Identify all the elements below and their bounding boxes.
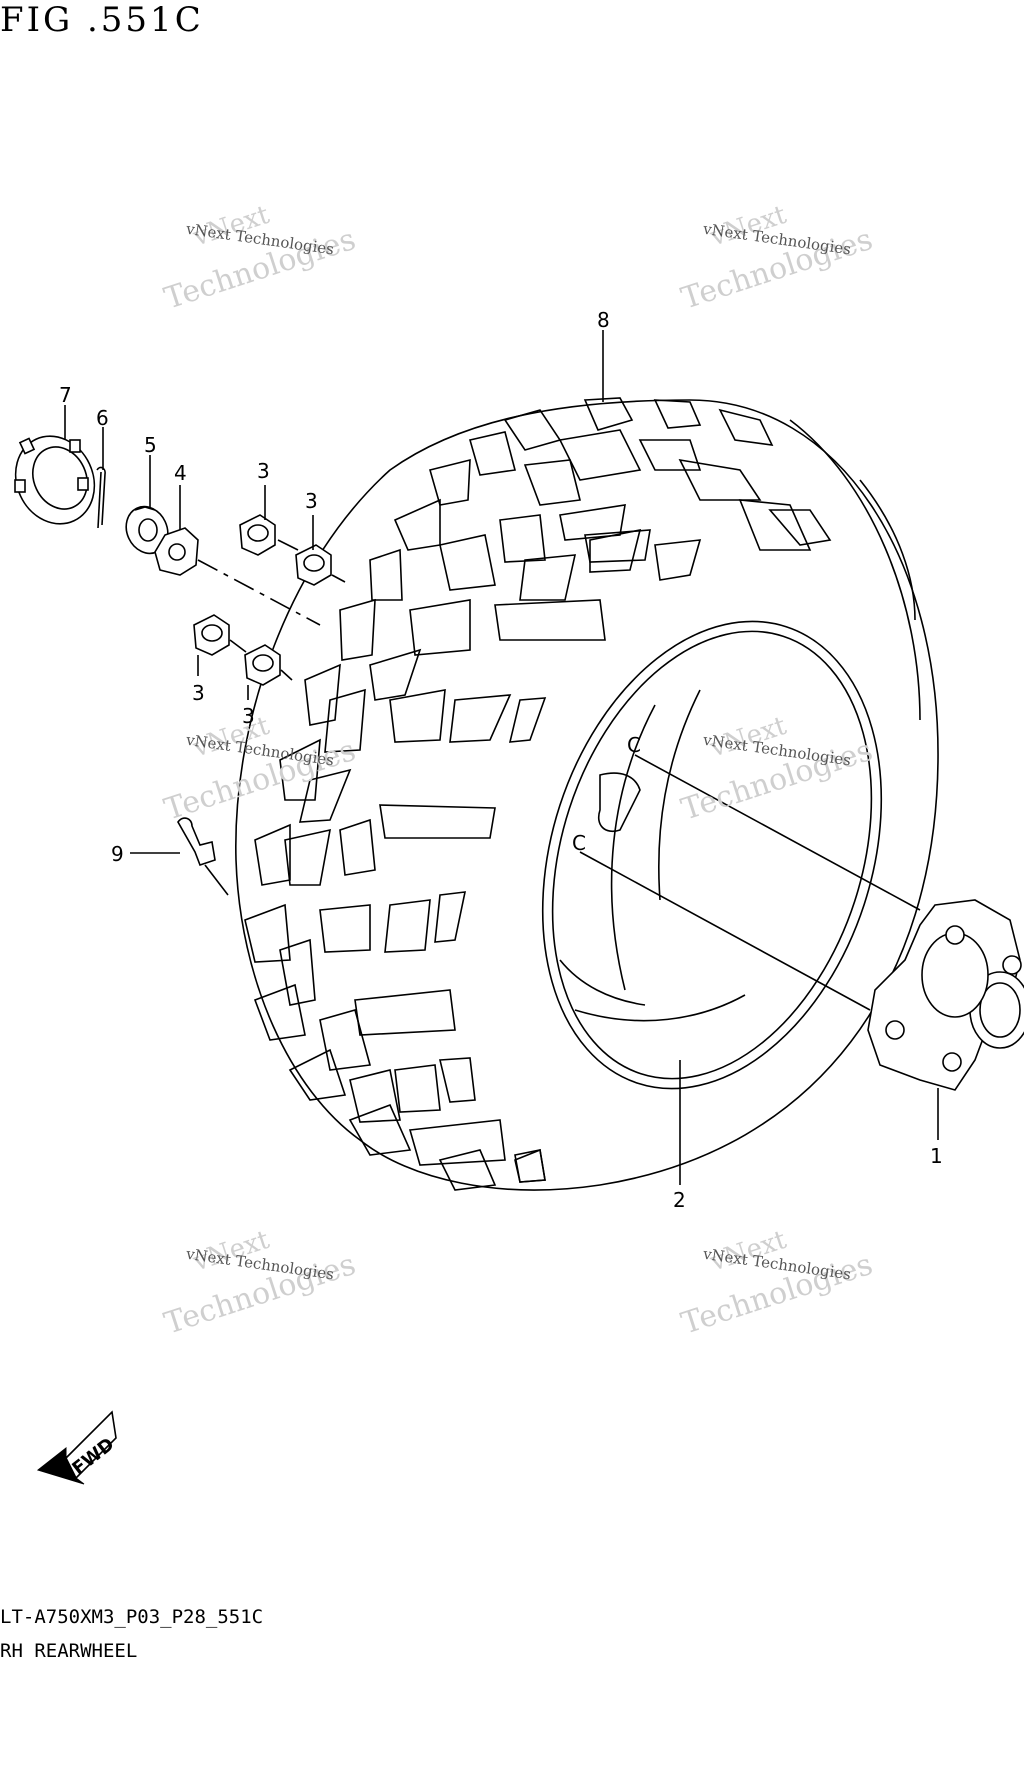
fwd-direction-arrow: FWD	[36, 1410, 118, 1485]
callout-nut-b[interactable]: 3	[305, 489, 318, 513]
figure-code: LT-A750XM3_P03_P28_551C	[0, 1606, 264, 1628]
washer-drawing[interactable]	[154, 527, 199, 576]
cotter-pin-drawing[interactable]	[96, 466, 106, 529]
callout-castle-nut[interactable]: 7	[59, 383, 72, 407]
callout-washer[interactable]: 4	[174, 461, 187, 485]
stud-guide-line-lower	[579, 851, 871, 1011]
castle-nut-drawing[interactable]	[2, 423, 109, 537]
watermark-bottom-left: vNext Technologies vNext Technologies	[160, 1225, 360, 1342]
wheel-nut-d-drawing[interactable]	[244, 644, 293, 686]
wheel-nut-c-drawing[interactable]	[193, 614, 247, 656]
stud-guide-line-upper	[634, 754, 921, 911]
callout-valve[interactable]: 9	[111, 842, 124, 866]
leader-lines	[64, 330, 939, 1185]
hub-drawing[interactable]	[867, 899, 1024, 1091]
callout-tire[interactable]: 8	[597, 308, 610, 332]
axle-centre-line	[197, 559, 321, 626]
watermark-middle-left: vNext Technologies vNext Technologies	[160, 711, 360, 828]
callout-hub[interactable]: 1	[930, 1144, 943, 1168]
watermark-top-left: vNext Technologies vNext Technologies	[160, 200, 360, 317]
wheel-nut-a-drawing[interactable]	[239, 514, 299, 556]
callout-rim[interactable]: 2	[673, 1188, 686, 1212]
callout-nut-c[interactable]: 3	[192, 681, 205, 705]
wheel-nut-b-drawing[interactable]	[295, 544, 346, 586]
watermark-bottom-right: vNext Technologies vNext Technologies	[677, 1225, 877, 1342]
figure-name: RH REARWHEEL	[0, 1640, 138, 1662]
rim-stud-marker-lower: C	[572, 831, 586, 855]
callout-cotter-pin[interactable]: 6	[96, 406, 109, 430]
rim-drawing[interactable]: C C	[486, 577, 939, 1132]
callout-nut-d[interactable]: 3	[242, 704, 255, 728]
watermark-top-right: vNext Technologies vNext Technologies	[677, 200, 877, 317]
valve-drawing[interactable]	[177, 817, 229, 896]
callout-spacer[interactable]: 5	[144, 433, 157, 457]
rim-stud-marker-upper: C	[627, 733, 641, 757]
figure-title: FIG .551C	[0, 0, 204, 40]
tire-drawing[interactable]	[235, 397, 939, 1191]
callout-nut-a[interactable]: 3	[257, 459, 270, 483]
